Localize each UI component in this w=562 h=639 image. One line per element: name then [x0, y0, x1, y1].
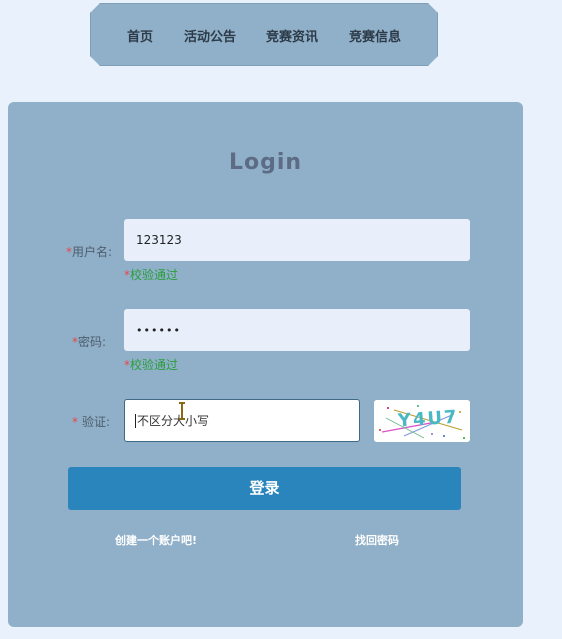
required-mark: * — [66, 245, 72, 259]
username-label: *用户名: — [66, 245, 113, 259]
top-nav: 首页 活动公告 竞赛资讯 竞赛信息 — [90, 3, 438, 66]
password-input[interactable]: •••••• — [124, 309, 470, 351]
forgot-password-link[interactable]: 找回密码 — [355, 534, 399, 547]
username-input[interactable]: 123123 — [124, 219, 470, 261]
nav-item-home[interactable]: 首页 — [127, 30, 154, 45]
text-caret — [135, 413, 136, 428]
username-validation: *校验通过 — [124, 268, 179, 282]
text-cursor-icon — [179, 402, 185, 420]
captcha-input[interactable]: 不区分大小写 — [124, 399, 360, 442]
captcha-placeholder: 不区分大小写 — [137, 414, 210, 428]
username-value: 123123 — [136, 233, 182, 247]
password-value: •••••• — [136, 323, 181, 337]
login-title: Login — [228, 150, 303, 175]
register-link[interactable]: 创建一个账户吧! — [115, 534, 198, 547]
required-mark: * — [72, 335, 78, 349]
nav-item-announcements[interactable]: 活动公告 — [184, 30, 237, 45]
captcha-label: *验证: — [72, 415, 111, 429]
password-label: *密码: — [72, 335, 107, 349]
login-button[interactable]: 登录 — [68, 467, 461, 510]
login-card: Login *用户名: 123123 *校验通过 *密码: •••••• *校验… — [8, 102, 523, 627]
required-mark: * — [72, 415, 78, 429]
nav-item-competition-info[interactable]: 竞赛信息 — [349, 30, 402, 45]
password-validation: *校验通过 — [124, 358, 179, 372]
captcha-image[interactable]: Y4U7 — [374, 400, 470, 442]
captcha-text: Y4U7 — [396, 406, 459, 431]
nav-item-competition-news[interactable]: 竞赛资讯 — [266, 30, 319, 45]
